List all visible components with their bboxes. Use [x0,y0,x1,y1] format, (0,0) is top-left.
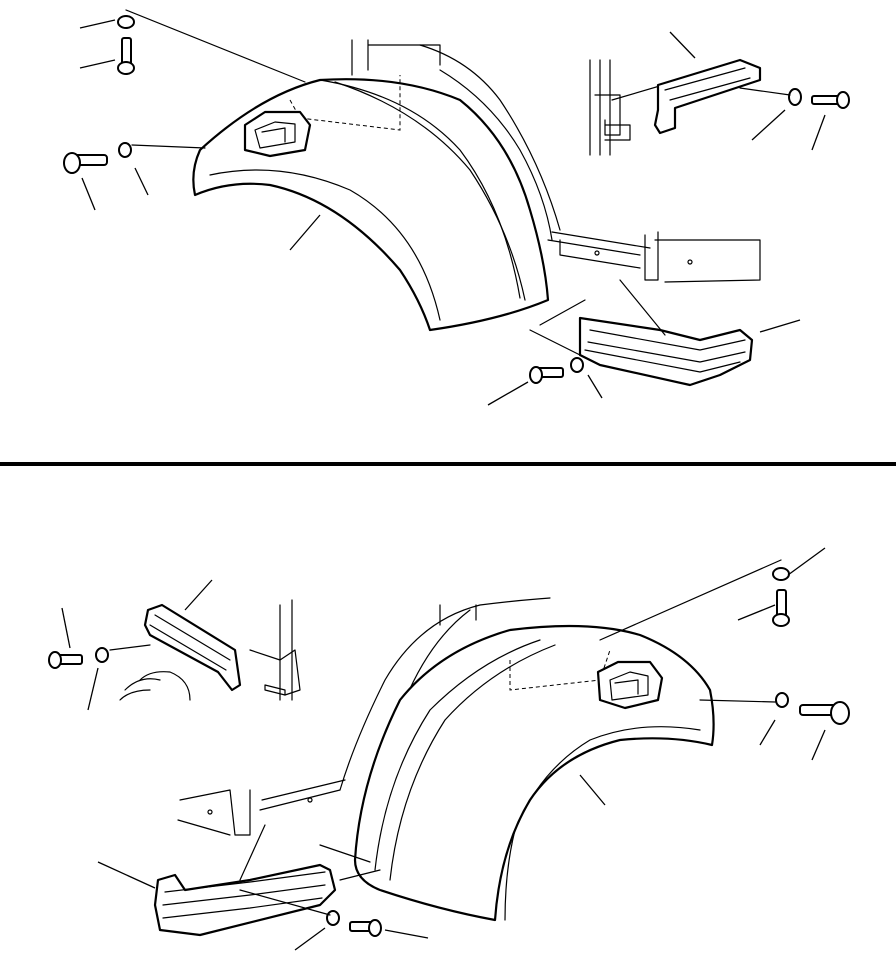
lower-lower-bracket [153,863,337,937]
upper-view [63,9,850,406]
lower-top-hardware [772,567,790,627]
upper-fender [192,75,550,332]
view-separator [0,462,896,466]
lower-fender [353,624,715,922]
upper-top-hardware [117,15,135,75]
lower-left-hardware [48,647,109,669]
upper-left-hardware [63,142,132,174]
washer-icon [117,15,135,29]
upper-leaders [79,19,826,406]
upper-bracket-part [653,58,762,135]
upper-bottom-hardware [529,357,584,384]
washer-icon [118,142,132,158]
upper-cab-frame [351,39,761,283]
upper-fender-lamp [243,110,312,158]
washer-icon [775,692,789,708]
washer-icon [570,357,584,373]
bolt-icon [811,95,841,105]
lower-bottom-hardware [326,910,382,937]
lower-left-frame [119,599,301,701]
lower-upper-bracket [143,603,242,692]
upper-right-hardware [788,88,850,109]
washer-icon [788,88,802,106]
lower-right-hardware [775,692,850,725]
washer-icon [772,567,790,581]
lower-leaders [61,547,826,951]
washer-icon [326,910,340,926]
lower-fender-lamp [596,660,664,710]
lower-view [48,547,850,951]
upper-lower-bracket [578,316,754,387]
washer-icon [95,647,109,663]
